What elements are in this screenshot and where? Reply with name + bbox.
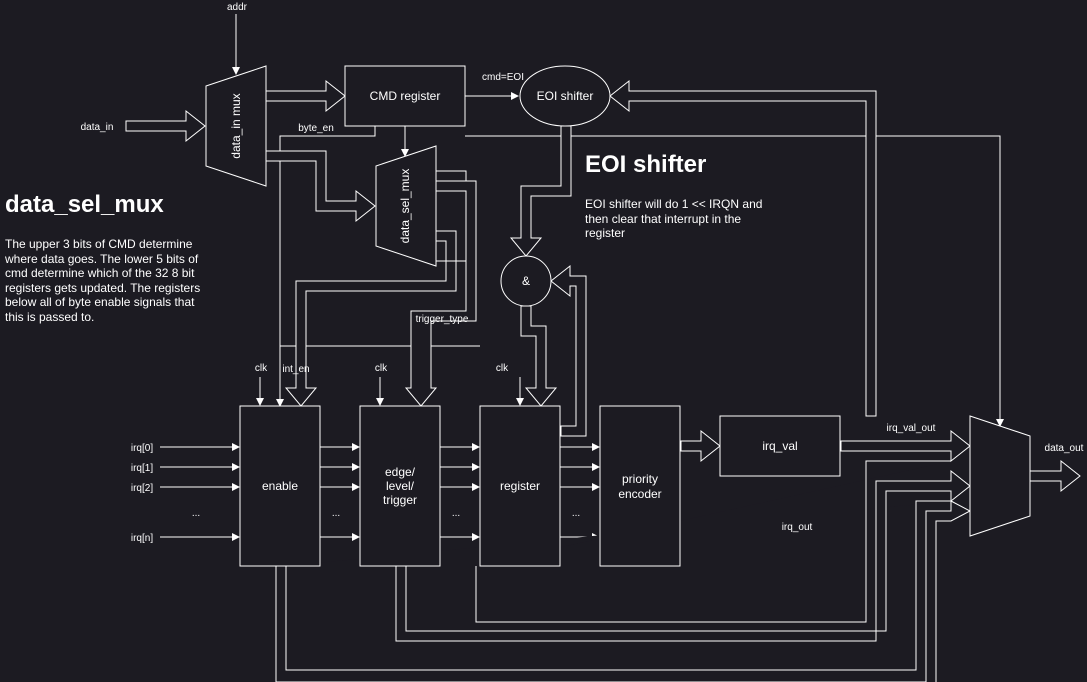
irq-val-block: irq_val <box>719 415 841 477</box>
register-label: register <box>500 479 540 493</box>
clk-label: clk <box>496 363 509 374</box>
wires <box>160 14 1004 541</box>
data-out-label: data_out <box>1045 443 1084 454</box>
signal-labels: addr data_in cmd=EOI byte_en trigger_typ… <box>81 2 1084 544</box>
ellipsis-label: ... <box>332 508 340 519</box>
data-sel-mux-block: data_sel_mux <box>375 145 437 267</box>
eoi-shifter-annotation-body: EOI shifter will do 1 << IRQN and then c… <box>585 197 763 240</box>
irq-val-out-label: irq_val_out <box>887 423 936 434</box>
enable-label: enable <box>262 479 298 493</box>
clk-label: clk <box>255 363 268 374</box>
clk-label: clk <box>375 363 388 374</box>
data-sel-mux-annotation-title: data_sel_mux <box>5 191 164 218</box>
irq-input-label: ... <box>192 508 200 519</box>
addr-label: addr <box>227 2 248 13</box>
encoder-label: encoder <box>618 487 661 501</box>
output-mux-block <box>969 415 1031 537</box>
ellipsis-label: ... <box>452 508 460 519</box>
irq-out-label: irq_out <box>782 522 813 533</box>
cmd-eoi-label: cmd=EOI <box>482 72 524 83</box>
irq-input-label: irq[n] <box>131 533 153 544</box>
ellipsis-label: ... <box>572 508 580 519</box>
register-block: register <box>479 405 561 567</box>
data-sel-mux-annotation-body: The upper 3 bits of CMD determine where … <box>5 237 201 324</box>
eoi-shifter-label: EOI shifter <box>537 89 594 103</box>
data-in-label: data_in <box>81 122 114 133</box>
priority-label: priority <box>622 472 658 486</box>
priority-encoder-block: priority encoder <box>599 405 681 567</box>
trigger-type-label: trigger_type <box>416 314 469 325</box>
irq-val-label: irq_val <box>762 439 797 453</box>
data-sel-mux-label: data_sel_mux <box>398 169 412 244</box>
eoi-shifter-block: EOI shifter <box>519 65 611 127</box>
irq-input-label: irq[0] <box>131 443 153 454</box>
trigger-label: trigger <box>383 493 417 507</box>
data-in-mux-block: data_in mux <box>205 65 267 187</box>
and-gate-block: & <box>500 255 552 307</box>
cmd-register-label: CMD register <box>370 89 441 103</box>
data-in-mux-label: data_in mux <box>229 93 243 158</box>
and-gate-label: & <box>522 274 530 288</box>
level-label: level/ <box>386 479 415 493</box>
irq-input-label: irq[2] <box>131 483 153 494</box>
int-en-label: int_en <box>282 364 309 375</box>
buses <box>125 79 1081 682</box>
enable-block: enable <box>239 405 321 567</box>
edge-label: edge/ <box>385 465 416 479</box>
byte-en-label: byte_en <box>298 123 334 134</box>
edge-level-trigger-block: edge/ level/ trigger <box>359 405 441 567</box>
cmd-register-block: CMD register <box>344 65 466 127</box>
irq-input-label: irq[1] <box>131 463 153 474</box>
eoi-shifter-annotation-title: EOI shifter <box>585 151 707 178</box>
